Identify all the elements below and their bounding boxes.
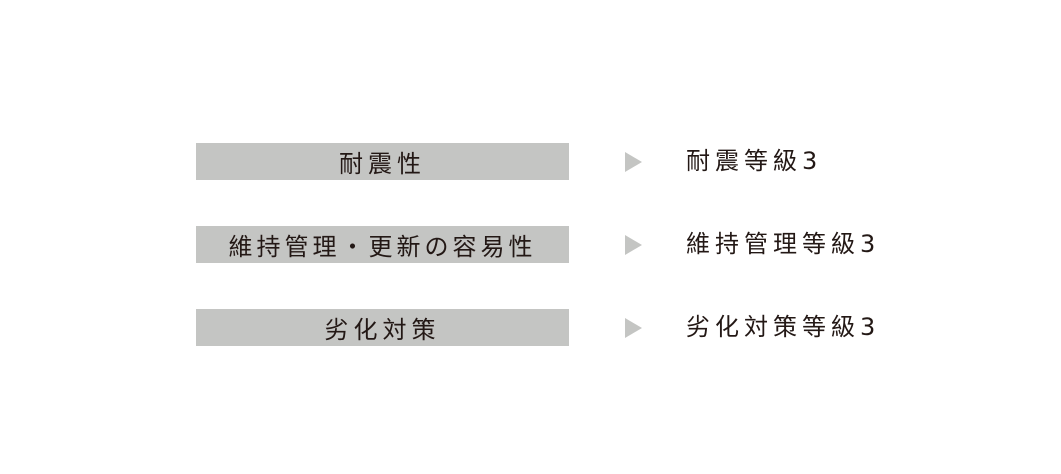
grade-value: 耐震等級3 (686, 147, 823, 175)
rating-row-seismic: 耐震性 耐震等級3 (0, 143, 1061, 181)
category-label: 耐震性 (196, 143, 569, 180)
rating-row-deterioration: 劣化対策 劣化対策等級3 (0, 309, 1061, 347)
arrow-right-icon (625, 152, 642, 172)
category-text: 維持管理・更新の容易性 (228, 233, 537, 261)
category-text: 耐震性 (339, 150, 426, 178)
arrow-right-icon (625, 235, 642, 255)
arrow-right-icon (625, 318, 642, 338)
category-label: 維持管理・更新の容易性 (196, 226, 569, 263)
category-label: 劣化対策 (196, 309, 569, 346)
grade-value: 維持管理等級3 (686, 230, 881, 258)
grade-value: 劣化対策等級3 (686, 313, 881, 341)
category-text: 劣化対策 (324, 316, 441, 344)
rating-row-maintenance: 維持管理・更新の容易性 維持管理等級3 (0, 226, 1061, 264)
